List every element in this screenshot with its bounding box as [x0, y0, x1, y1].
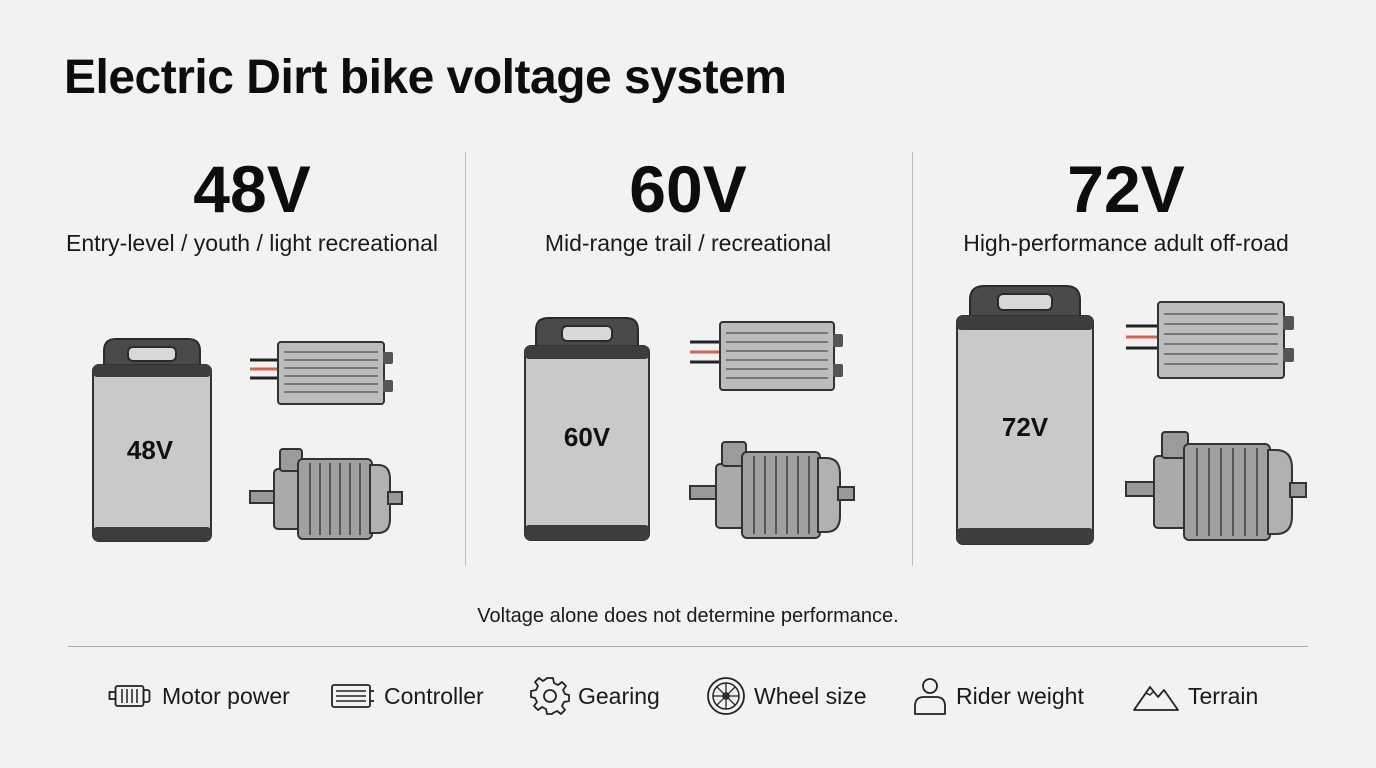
- performance-factors: Motor power Controller Gearing Whee: [0, 672, 1376, 720]
- column-72v-header: 72V High-performance adult off-road: [906, 150, 1346, 258]
- factor-terrain: Terrain: [1132, 672, 1258, 720]
- voltage-value: 48V: [193, 152, 311, 226]
- voltage-description: Entry-level / youth / light recreational: [65, 230, 438, 256]
- mountain-icon: [1133, 686, 1179, 711]
- column-divider: [465, 152, 466, 566]
- motor-icon: [108, 685, 151, 707]
- column-48v-header: 48V Entry-level / youth / light recreati…: [32, 150, 472, 258]
- battery-60v-icon: 60V: [524, 317, 650, 541]
- wheel-icon: [707, 677, 745, 715]
- person-icon: [914, 678, 946, 715]
- battery-72v-icon: 72V: [956, 285, 1094, 545]
- motor-72v-icon: [1125, 431, 1307, 541]
- factor-label: Rider weight: [956, 682, 1084, 709]
- column-divider: [912, 152, 913, 566]
- column-60v-header: 60V Mid-range trail / recreational: [468, 150, 908, 258]
- factor-gearing: Gearing: [530, 672, 660, 720]
- factor-label: Gearing: [578, 682, 660, 709]
- factor-motor-power: Motor power: [108, 672, 290, 720]
- battery-label: 60V: [564, 422, 611, 452]
- factor-wheel-size: Wheel size: [706, 672, 866, 720]
- motor-48v-icon: [249, 448, 403, 540]
- factor-label: Motor power: [162, 682, 290, 709]
- controller-48v-icon: [250, 341, 393, 405]
- voltage-value: 60V: [629, 152, 747, 226]
- voltage-description: High-performance adult off-road: [963, 230, 1289, 256]
- battery-label: 48V: [127, 435, 174, 465]
- page-title: Electric Dirt bike voltage system: [64, 51, 787, 104]
- factor-controller: Controller: [330, 672, 484, 720]
- controller-icon: [331, 684, 374, 708]
- factor-label: Terrain: [1188, 682, 1259, 709]
- factor-label: Controller: [384, 682, 484, 709]
- battery-label: 72V: [1002, 412, 1049, 442]
- voltage-value: 72V: [1067, 152, 1185, 226]
- horizontal-divider: [68, 646, 1308, 647]
- battery-48v-icon: 48V: [92, 338, 212, 542]
- footnote: Voltage alone does not determine perform…: [477, 605, 899, 627]
- voltage-description: Mid-range trail / recreational: [544, 230, 832, 256]
- motor-60v-icon: [689, 441, 855, 539]
- controller-60v-icon: [690, 321, 843, 391]
- factor-label: Wheel size: [754, 682, 867, 709]
- factor-rider-weight: Rider weight: [912, 672, 1084, 720]
- gear-icon: [530, 677, 570, 715]
- controller-72v-icon: [1126, 301, 1294, 379]
